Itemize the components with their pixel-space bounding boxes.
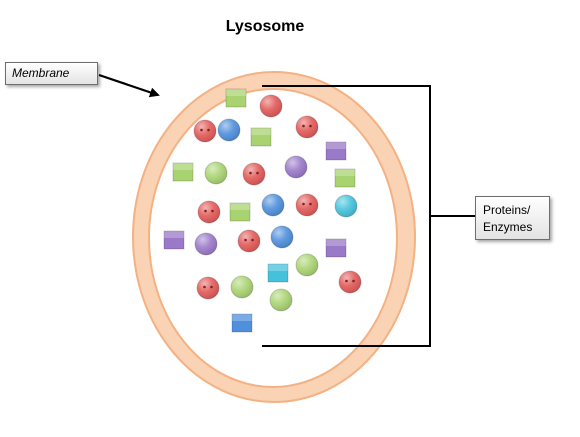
molecules-group — [163, 88, 362, 333]
molecule-red-circle — [193, 119, 217, 143]
molecule-blue-circle — [217, 118, 241, 142]
molecule-green-square — [250, 127, 272, 147]
molecule-green-circle — [295, 253, 319, 277]
molecule-red-circle — [338, 270, 362, 294]
proteins-label-line1: Proteins/ — [483, 203, 531, 217]
membrane-arrow — [98, 73, 160, 98]
molecule-blue-circle — [270, 225, 294, 249]
molecule-green-square — [334, 168, 356, 188]
molecule-cyan-square — [267, 263, 289, 283]
membrane-label-text: Membrane — [12, 66, 70, 80]
molecule-red-circle — [295, 193, 319, 217]
molecule-blue-square — [231, 313, 253, 333]
membrane-label: Membrane — [5, 62, 98, 85]
molecule-red-circle — [197, 200, 221, 224]
molecule-green-circle — [204, 161, 228, 185]
molecule-red-circle — [242, 162, 266, 186]
molecule-green-square — [225, 88, 247, 108]
molecule-purple-circle — [194, 232, 218, 256]
molecule-green-square — [229, 202, 251, 222]
molecule-red-circle — [196, 276, 220, 300]
proteins-label-line2: Enzymes — [483, 220, 533, 234]
molecule-green-circle — [230, 275, 254, 299]
molecule-cyan-circle — [334, 194, 358, 218]
molecule-red-circle — [259, 94, 283, 118]
molecule-purple-circle — [284, 155, 308, 179]
proteins-enzymes-label: Proteins/ Enzymes — [475, 196, 550, 240]
molecule-red-circle — [295, 115, 319, 139]
molecule-purple-square — [163, 230, 185, 250]
diagram-title: Lysosome — [225, 18, 305, 35]
molecule-purple-square — [325, 238, 347, 258]
molecule-green-circle — [269, 288, 293, 312]
molecule-blue-circle — [261, 193, 285, 217]
molecule-green-square — [172, 162, 194, 182]
molecule-purple-square — [325, 141, 347, 161]
molecule-red-circle — [237, 229, 261, 253]
